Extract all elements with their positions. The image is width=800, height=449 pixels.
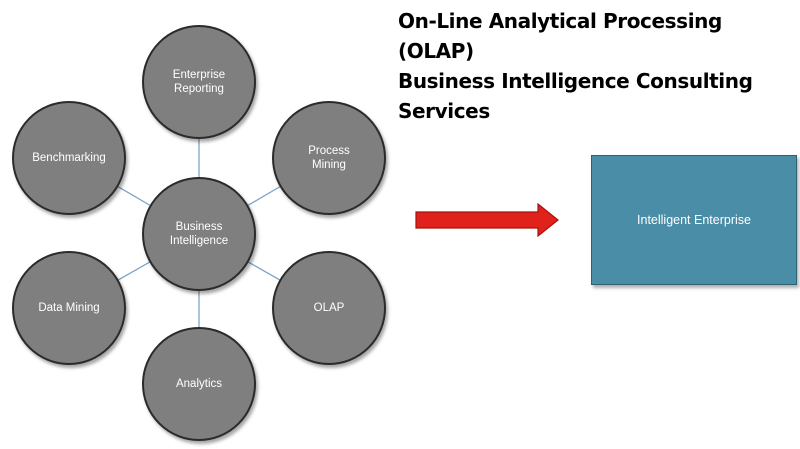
node-benchmarking-label: Benchmarking [32,152,106,164]
arrow-shape [415,203,559,237]
node-analytics-label: Analytics [175,378,223,390]
intelligent-enterprise-label: Intelligent Enterprise [637,213,751,227]
node-data-mining-label: Data Mining [38,302,100,314]
node-business-intelligence: Business Intelligence [142,177,256,291]
node-benchmarking: Benchmarking [12,101,126,215]
node-analytics: Analytics [142,327,256,441]
intelligent-enterprise-box: Intelligent Enterprise [591,155,797,285]
node-data-mining: Data Mining [12,251,126,365]
node-enterprise-reporting-label: Enterprise Reporting [172,69,226,95]
node-process-mining: Process Mining [272,101,386,215]
page-title: On-Line Analytical Processing (OLAP) Bus… [398,9,753,123]
node-olap-label: OLAP [313,302,345,314]
node-business-intelligence-label: Business Intelligence [169,221,229,247]
node-process-mining-label: Process Mining [308,145,350,171]
node-olap: OLAP [272,251,386,365]
right-arrow-icon [415,203,559,237]
node-enterprise-reporting: Enterprise Reporting [142,25,256,139]
